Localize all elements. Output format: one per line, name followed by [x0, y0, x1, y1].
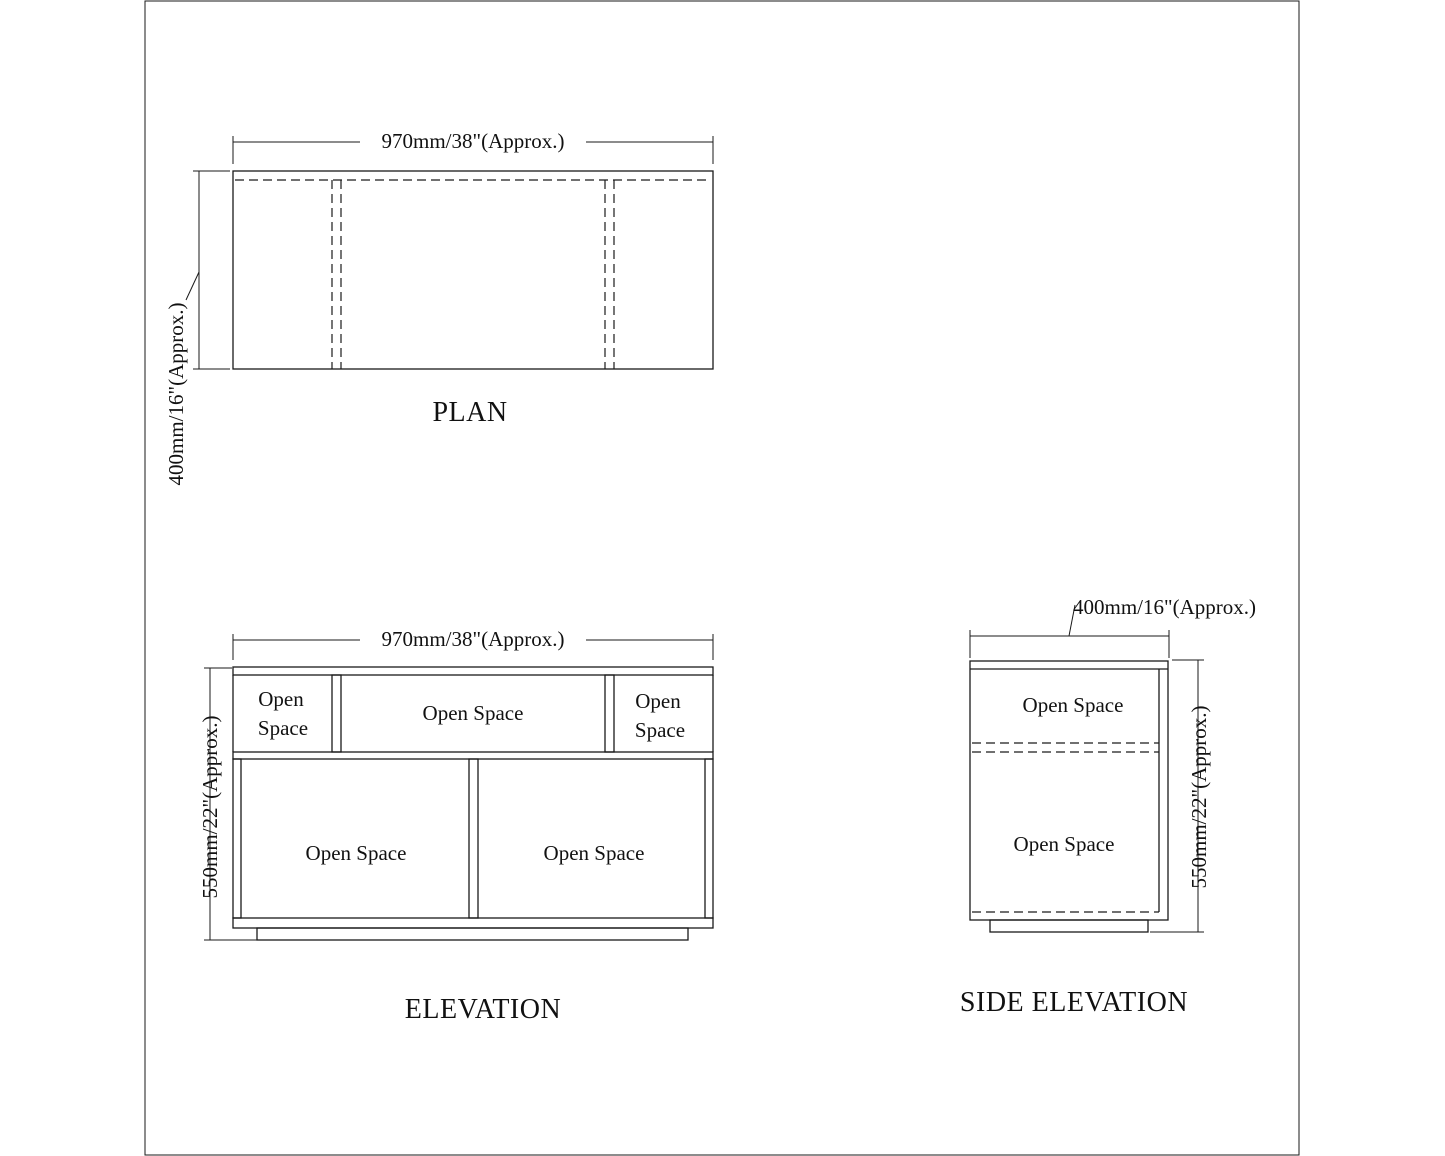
- elevation-height-dimension: 550mm/22"(Approx.): [198, 716, 222, 899]
- elevation-top-left-label-line2: Space: [258, 716, 308, 740]
- side-elevation-view: 400mm/16"(Approx.) 550mm/22"(Approx.) Op…: [960, 595, 1256, 1018]
- elevation-width-dimension: 970mm/38"(Approx.): [382, 627, 565, 651]
- plan-title: PLAN: [432, 397, 507, 428]
- side-elevation-title: SIDE ELEVATION: [960, 987, 1188, 1018]
- side-elevation-lower-label: Open Space: [1014, 832, 1115, 856]
- elevation-title: ELEVATION: [405, 994, 561, 1025]
- side-elevation-width-dimension: 400mm/16"(Approx.): [1073, 595, 1256, 619]
- sheet-border: [144, 0, 1300, 1156]
- elevation-view: 970mm/38"(Approx.) 550mm/22"(Approx.) Op…: [198, 625, 714, 1025]
- side-elevation-upper-label: Open Space: [1023, 693, 1124, 717]
- elevation-top-center-label: Open Space: [423, 701, 524, 725]
- plan-view: 970mm/38"(Approx.) 400mm/16"(Approx.) PL…: [164, 126, 714, 486]
- plan-depth-dimension: 400mm/16"(Approx.): [164, 303, 188, 486]
- elevation-top-right-label-line2: Space: [635, 718, 685, 742]
- elevation-top-right-label-line1: Open: [635, 689, 681, 713]
- elevation-top-left-label-line1: Open: [258, 687, 304, 711]
- elevation-bottom-left-label: Open Space: [306, 841, 407, 865]
- elevation-bottom-right-label: Open Space: [544, 841, 645, 865]
- side-elevation-height-dimension: 550mm/22"(Approx.): [1187, 706, 1211, 889]
- plan-width-dimension: 970mm/38"(Approx.): [382, 129, 565, 153]
